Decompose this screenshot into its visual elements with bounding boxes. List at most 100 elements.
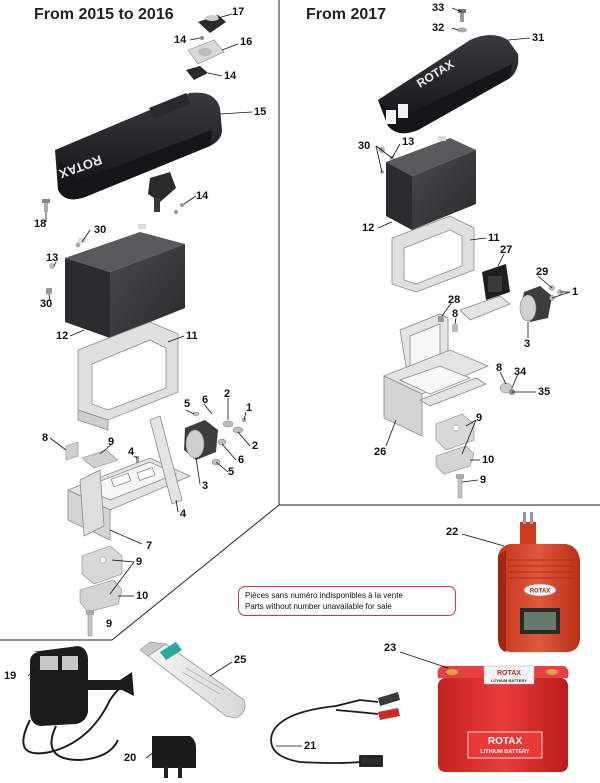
availability-note: Pièces sans numéro indisponibles à la ve…: [238, 586, 456, 616]
callout-20: 20: [124, 752, 137, 764]
callout-15: 15: [254, 106, 267, 118]
callout-12: 12: [56, 330, 69, 342]
callout-11: 11: [488, 232, 500, 244]
callout-6: 6: [202, 394, 209, 406]
part-21-cable: [270, 699, 383, 767]
callout-28: 28: [448, 294, 461, 306]
callout-9: 9: [136, 556, 143, 568]
section-title-2017: From 2017: [306, 6, 387, 23]
part-23-lithium-battery: ROTAX LITHIUM BATTERY ROTAX LITHIUM BATT…: [437, 665, 569, 772]
callout-5: 5: [184, 398, 191, 410]
section-dividers: [0, 0, 600, 641]
part-9-clamp-left: [81, 545, 123, 585]
callout-8: 8: [42, 432, 49, 444]
callout-5: 5: [228, 466, 235, 478]
part-11-bracket-right: [391, 215, 475, 293]
callout-9: 9: [106, 618, 113, 630]
part-12-battery-left: [65, 224, 185, 338]
part-27-rocker-switch: [482, 264, 510, 300]
callout-22: 22: [446, 526, 459, 538]
callout-1: 1: [572, 286, 579, 298]
part-33-screw: [458, 9, 466, 22]
callout-34: 34: [514, 366, 527, 378]
part-16-switch: [187, 39, 225, 65]
callout-8: 8: [496, 362, 503, 374]
part-34-35-hardware: [499, 382, 515, 395]
callout-10: 10: [136, 590, 149, 602]
part-9-bolt-left: [86, 610, 94, 637]
callout-1: 1: [246, 402, 253, 414]
part-19-power-adapter: [22, 646, 134, 762]
part-14-nut: [186, 66, 208, 80]
part-7-frame-left: [66, 415, 191, 541]
callout-33: 33: [432, 2, 445, 14]
battery-sub: LITHIUM BATTERY: [480, 749, 530, 755]
callout-14: 14: [196, 190, 209, 202]
leader-lines: [27, 7, 571, 759]
callout-3: 3: [524, 338, 531, 350]
callout-3: 3: [202, 480, 209, 492]
callout-14: 14: [174, 34, 187, 46]
part-26-frame-right: [382, 295, 511, 437]
part-3-solenoid-right: [519, 286, 552, 322]
callout-13: 13: [46, 252, 59, 264]
callout-4: 4: [128, 446, 135, 458]
callout-30: 30: [94, 224, 107, 236]
note-line-en: Parts without number unavailable for sal…: [245, 602, 392, 611]
part-9-clamp-right: [435, 413, 475, 451]
battery-top-brand: ROTAX: [497, 670, 521, 677]
callout-6: 6: [238, 454, 245, 466]
part-15-black-battery-box: ROTAX: [55, 92, 222, 200]
part-25-grease-tube: [139, 641, 246, 719]
callout-9: 9: [108, 436, 115, 448]
callout-2: 2: [224, 388, 231, 400]
charger-logo: ROTAX: [530, 589, 551, 595]
callout-14: 14: [224, 70, 237, 82]
callout-32: 32: [432, 22, 445, 34]
callout-9: 9: [480, 474, 487, 486]
part-9-bolt-right: [456, 474, 464, 499]
part-10-bracket-left: [79, 579, 123, 613]
part-31-black-battery-box: ROTAX: [378, 35, 519, 134]
callout-8: 8: [452, 308, 459, 320]
callout-19: 19: [4, 670, 17, 682]
small-hardware-left: [192, 411, 247, 466]
part-10-bracket-right: [435, 445, 475, 475]
battery-top-sub: LITHIUM BATTERY: [491, 678, 527, 683]
callout-29: 29: [536, 266, 549, 278]
callout-23: 23: [384, 642, 397, 654]
battery-brand: ROTAX: [488, 736, 523, 747]
part-17-cap: [198, 15, 226, 33]
callout-30: 30: [40, 298, 53, 310]
callout-2: 2: [252, 440, 259, 452]
part-22-charger: ROTAX: [498, 512, 580, 652]
callout-30: 30: [358, 140, 371, 152]
note-line-fr: Pièces sans numéro indisponibles à la ve…: [245, 591, 403, 600]
section-title-2015-2016: From 2015 to 2016: [34, 6, 174, 23]
callout-12: 12: [362, 222, 375, 234]
callout-7: 7: [146, 540, 153, 552]
callout-16: 16: [240, 36, 253, 48]
callout-31: 31: [532, 32, 545, 44]
callout-25: 25: [234, 654, 247, 666]
part-18-screw: [42, 199, 50, 212]
callout-4: 4: [180, 508, 187, 520]
callout-27: 27: [500, 244, 513, 256]
alligator-clips: [378, 692, 400, 720]
callout-18: 18: [34, 218, 47, 230]
callout-9: 9: [476, 412, 483, 424]
callout-35: 35: [538, 386, 551, 398]
callout-17: 17: [232, 6, 245, 18]
callout-10: 10: [482, 454, 495, 466]
part-3-solenoid-left: [184, 420, 218, 460]
part-12-battery-right: [386, 136, 476, 230]
diagonal-divider: [111, 504, 280, 641]
callout-21: 21: [304, 740, 317, 752]
callout-11: 11: [186, 330, 198, 342]
part-11-bracket-left: [77, 321, 179, 431]
callout-26: 26: [374, 446, 387, 458]
part-20-plug-adapter: [152, 736, 196, 778]
part-14-key-switch: [148, 172, 184, 214]
